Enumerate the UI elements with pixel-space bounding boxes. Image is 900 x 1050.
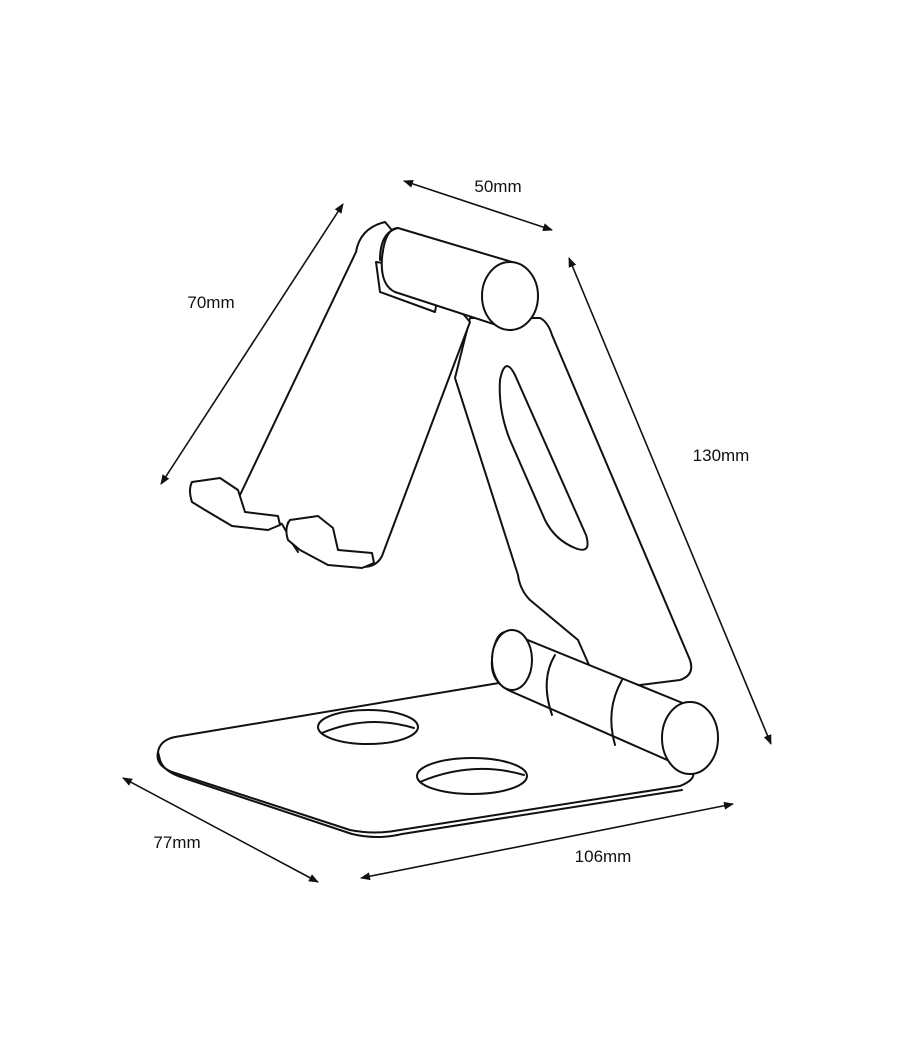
left-holder <box>189 477 281 531</box>
dim-label-130mm: 130mm <box>692 446 750 465</box>
top-hinge-end <box>481 261 539 331</box>
dim-label-50mm: 50mm <box>474 177 522 196</box>
dim-arrow-106mm <box>360 801 734 881</box>
bottom-hinge-end <box>661 701 719 775</box>
dim-label-106mm: 106mm <box>574 847 632 866</box>
dim-label-77mm: 77mm <box>153 833 201 852</box>
right-holder <box>285 515 375 569</box>
top-hinge <box>379 227 539 331</box>
dim-arrow-50mm <box>403 180 553 231</box>
base-hole-back <box>317 709 419 745</box>
dim-arrow-70mm <box>160 203 344 485</box>
dim-label-70mm: 70mm <box>187 293 235 312</box>
dim-arrow-77mm <box>122 777 319 883</box>
base-hole-front <box>416 757 528 795</box>
back-leg <box>454 317 693 691</box>
dim-arrow-130mm <box>568 257 772 745</box>
